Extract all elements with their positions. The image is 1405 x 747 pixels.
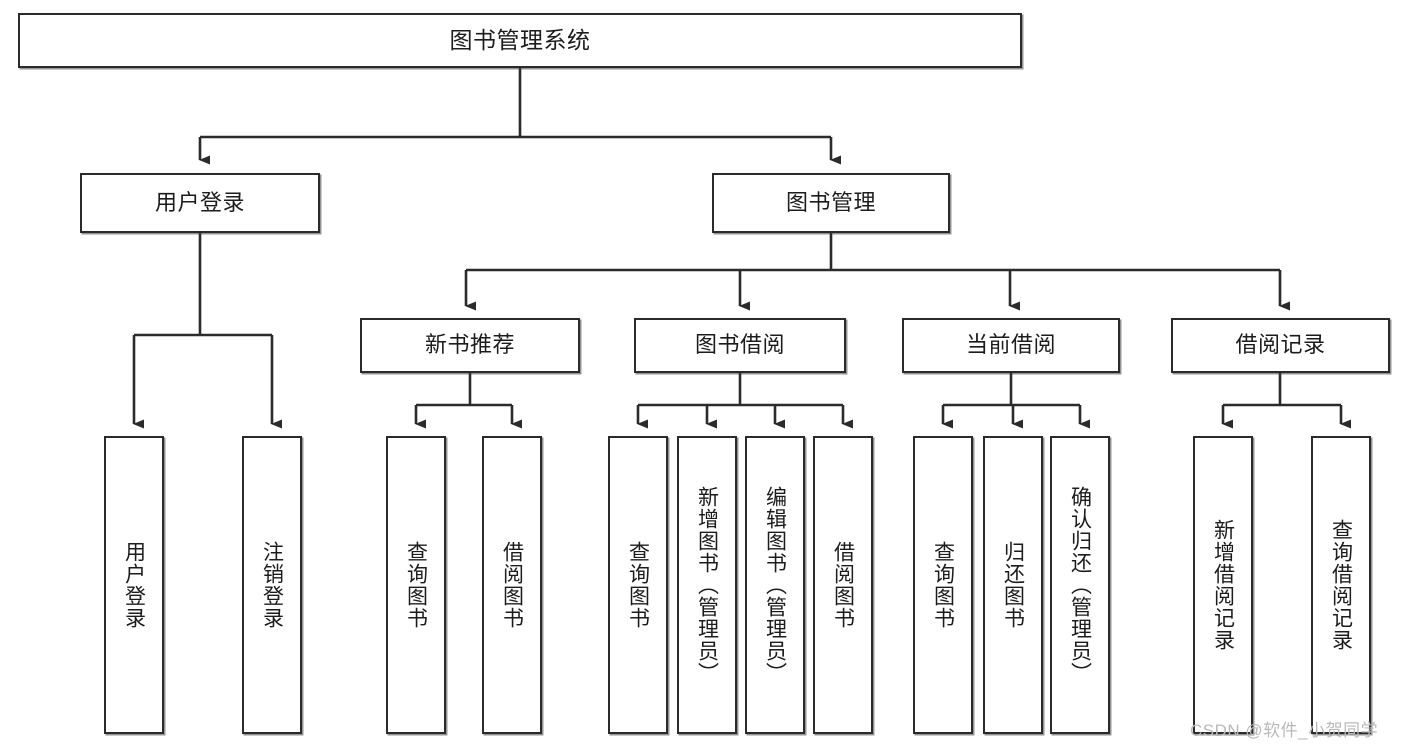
node-borrow-record[interactable]: 借阅记录 [1171, 318, 1390, 373]
node-leaf-add-book-admin[interactable]: 新增图书（管理员） [677, 436, 737, 734]
node-leaf-query-record-label: 查询借阅记录 [1329, 519, 1353, 651]
node-leaf-query-record[interactable]: 查询借阅记录 [1311, 436, 1371, 734]
node-book-borrow[interactable]: 图书借阅 [634, 318, 846, 373]
node-book-management-label: 图书管理 [785, 189, 876, 215]
node-leaf-query-book-1[interactable]: 查询图书 [386, 436, 446, 734]
node-leaf-return-book[interactable]: 归还图书 [983, 436, 1043, 734]
node-root[interactable]: 图书管理系统 [18, 13, 1022, 68]
node-leaf-borrow-book-1-label: 借阅图书 [500, 541, 524, 629]
node-leaf-user-login-label: 用户登录 [122, 541, 146, 629]
node-book-management[interactable]: 图书管理 [712, 173, 950, 233]
node-current-borrow-label: 当前借阅 [965, 332, 1056, 358]
node-leaf-borrow-book-2[interactable]: 借阅图书 [813, 436, 873, 734]
node-leaf-confirm-return-label: 确认归还（管理员） [1068, 486, 1092, 684]
node-new-book-recommend-label: 新书推荐 [424, 332, 515, 358]
node-leaf-query-book-1-label: 查询图书 [404, 541, 428, 629]
node-user-login[interactable]: 用户登录 [80, 173, 320, 233]
node-leaf-return-book-label: 归还图书 [1001, 541, 1025, 629]
node-leaf-query-book-3-label: 查询图书 [931, 541, 955, 629]
node-leaf-edit-book-admin-label: 编辑图书（管理员） [763, 486, 787, 684]
node-leaf-add-record-label: 新增借阅记录 [1211, 519, 1235, 651]
node-leaf-logout-label: 注销登录 [260, 541, 284, 629]
node-user-login-label: 用户登录 [154, 189, 245, 215]
node-root-label: 图书管理系统 [449, 26, 591, 53]
node-leaf-query-book-3[interactable]: 查询图书 [913, 436, 973, 734]
node-current-borrow[interactable]: 当前借阅 [902, 318, 1120, 373]
node-leaf-user-login[interactable]: 用户登录 [104, 436, 164, 734]
node-leaf-borrow-book-2-label: 借阅图书 [831, 541, 855, 629]
node-leaf-query-book-2-label: 查询图书 [626, 541, 650, 629]
node-leaf-query-book-2[interactable]: 查询图书 [608, 436, 668, 734]
node-leaf-borrow-book-1[interactable]: 借阅图书 [482, 436, 542, 734]
node-borrow-record-label: 借阅记录 [1235, 332, 1326, 358]
node-leaf-add-record[interactable]: 新增借阅记录 [1193, 436, 1253, 734]
node-leaf-add-book-admin-label: 新增图书（管理员） [695, 486, 719, 684]
node-book-borrow-label: 图书借阅 [694, 332, 785, 358]
node-leaf-logout[interactable]: 注销登录 [242, 436, 302, 734]
node-new-book-recommend[interactable]: 新书推荐 [360, 318, 580, 373]
node-leaf-confirm-return[interactable]: 确认归还（管理员） [1050, 436, 1110, 734]
node-leaf-edit-book-admin[interactable]: 编辑图书（管理员） [745, 436, 805, 734]
